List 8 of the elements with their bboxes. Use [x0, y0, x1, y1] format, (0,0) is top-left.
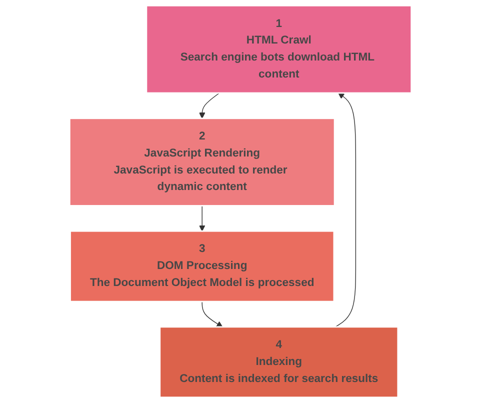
- node-box: 2 JavaScript Rendering JavaScript is executed to render dynamic content: [68, 118, 336, 206]
- arrow: [335, 92, 356, 328]
- node-box: 4 Indexing Content is indexed for search results: [159, 326, 399, 398]
- arrow: [199, 92, 220, 119]
- arrow: [199, 205, 206, 232]
- node-box: 1 HTML Crawl Search engine bots download HTML content: [146, 4, 412, 94]
- node-box: 3 DOM Processing The Document Object Model is processed: [70, 230, 335, 302]
- arrow: [202, 301, 223, 328]
